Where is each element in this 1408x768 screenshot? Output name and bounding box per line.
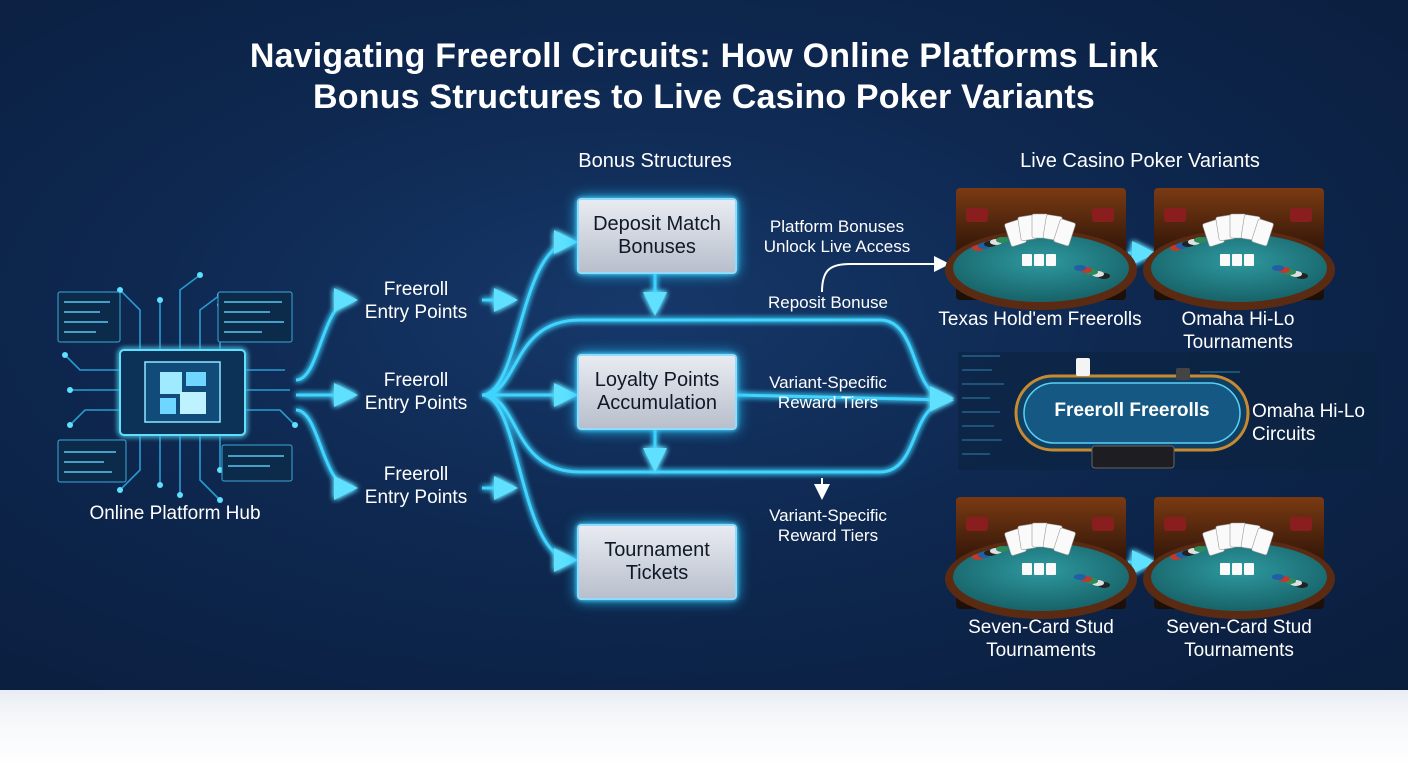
loop-lower	[481, 393, 949, 474]
platform-bonus-arrow	[821, 256, 950, 293]
thumb-omaha-hi-lo	[1143, 188, 1335, 310]
bonus-structures-header: Bonus Structures	[578, 150, 732, 172]
thumb-texas-holdem	[945, 188, 1137, 310]
page-footer-shadow	[0, 690, 1408, 768]
central-poker-table	[958, 352, 1378, 470]
poker-thumbnails	[945, 188, 1378, 619]
central-table-label: Freeroll Freerolls	[1054, 400, 1210, 421]
thumb-seven-card-stud-2	[1143, 497, 1335, 619]
diagram-canvas: Navigating Freeroll Circuits: How Online…	[0, 0, 1408, 690]
texas-holdem-label: Texas Hold'em Freerolls	[938, 309, 1142, 330]
reposit-bonus-annotation: Reposit Bonuse	[767, 293, 889, 312]
loop-upper	[481, 318, 954, 410]
hub-to-entry-3	[295, 408, 358, 500]
fan-to-deposit	[481, 230, 578, 397]
thumb-seven-card-stud-1	[945, 497, 1137, 619]
hub-to-entry-1	[295, 288, 358, 382]
diagram-title-line-2: Bonus Structures to Live Casino Poker Va…	[313, 78, 1095, 116]
live-variants-header: Live Casino Poker Variants	[1020, 150, 1260, 172]
diagram-title-line-1: Navigating Freeroll Circuits: How Online…	[249, 37, 1159, 75]
fan-to-tickets	[481, 393, 578, 572]
flow-connections	[295, 230, 1156, 574]
platform-hub-label: Online Platform Hub	[89, 503, 261, 524]
platform-hub-illustration	[57, 272, 298, 503]
